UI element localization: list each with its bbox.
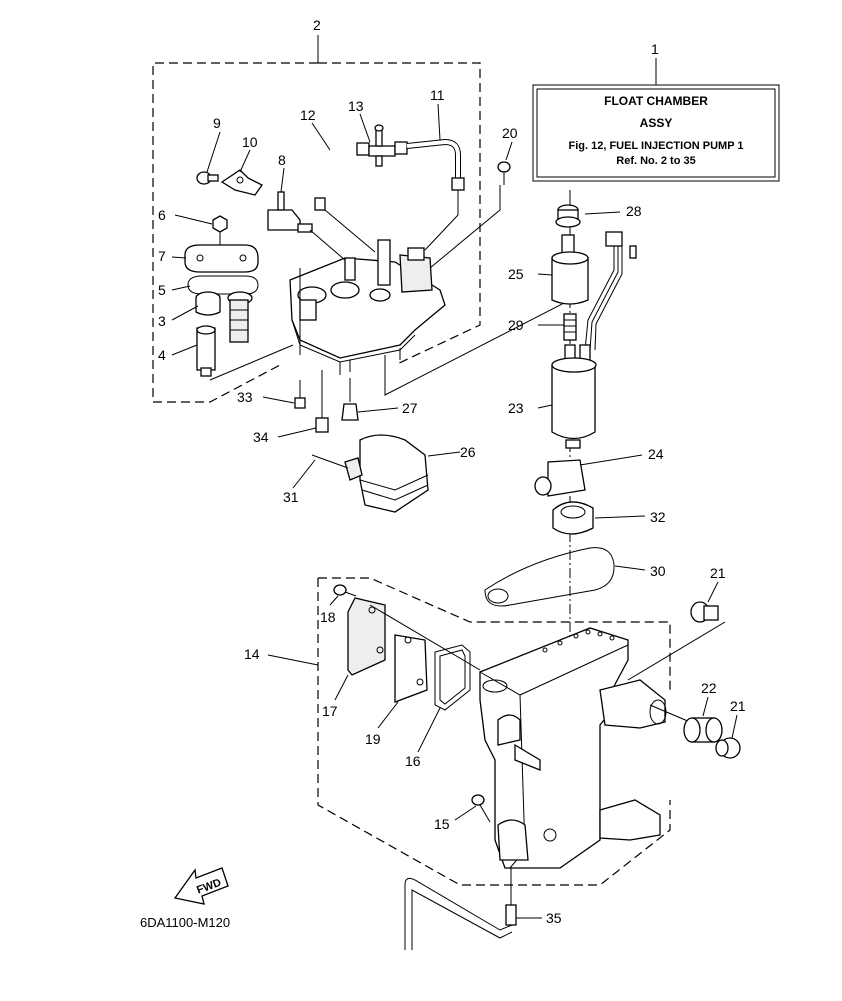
screw-34 xyxy=(315,370,329,433)
plate-17 xyxy=(347,597,386,676)
hose-35 xyxy=(404,868,517,950)
gasket-30 xyxy=(484,547,615,607)
callout-25: 25 xyxy=(508,266,524,282)
filter-25 xyxy=(551,234,589,305)
screw-9 xyxy=(196,171,219,185)
callout-13: 13 xyxy=(348,98,364,114)
callout-9: 9 xyxy=(213,115,221,131)
callout-21-upper: 21 xyxy=(710,565,726,581)
needle-valve-8 xyxy=(267,191,313,233)
grommet-21-upper xyxy=(690,601,719,623)
callout-16: 16 xyxy=(405,753,421,769)
callout-32: 32 xyxy=(650,509,666,525)
group-boundary-2 xyxy=(152,62,318,403)
title-box: FLOAT CHAMBER ASSY Fig. 12, FUEL INJECTI… xyxy=(532,84,780,182)
callout-numbers: 1 2 3 4 5 6 7 8 9 10 11 12 13 14 15 16 1… xyxy=(158,17,746,926)
callout-8: 8 xyxy=(278,152,286,168)
fwd-arrow-icon: FWD xyxy=(173,867,229,905)
callout-26: 26 xyxy=(460,444,476,460)
screw-20 xyxy=(497,161,511,185)
bracket-10 xyxy=(220,169,263,196)
callout-18: 18 xyxy=(320,609,336,625)
screw-18 xyxy=(333,584,357,597)
callout-21-lower: 21 xyxy=(730,698,746,714)
callout-23: 23 xyxy=(508,400,524,416)
title-line-4: Ref. No. 2 to 35 xyxy=(616,155,695,167)
callout-24: 24 xyxy=(648,446,664,462)
screw-15 xyxy=(471,794,491,823)
leader-lines xyxy=(171,103,738,919)
callout-22: 22 xyxy=(701,680,717,696)
grommet-22 xyxy=(683,717,723,743)
fitting-27 xyxy=(341,378,359,421)
callout-19: 19 xyxy=(365,731,381,747)
pin-31 xyxy=(311,454,349,469)
callout-20: 20 xyxy=(502,125,518,141)
callout-6: 6 xyxy=(158,207,166,223)
float-chamber-body xyxy=(479,627,667,869)
wire-harness xyxy=(584,231,637,351)
callout-10: 10 xyxy=(242,134,258,150)
callout-12: 12 xyxy=(300,107,316,123)
grommet-21-lower xyxy=(715,737,741,759)
callout-3: 3 xyxy=(158,313,166,329)
callout-17: 17 xyxy=(322,703,338,719)
callout-7: 7 xyxy=(158,248,166,264)
callout-14: 14 xyxy=(244,646,260,662)
fuel-pump-23 xyxy=(551,344,597,449)
callout-33: 33 xyxy=(237,389,253,405)
float-body-4 xyxy=(196,325,216,377)
callout-29: 29 xyxy=(508,317,524,333)
group-boundary-14 xyxy=(318,577,671,690)
diagram-code: 6DA1100-M120 xyxy=(140,915,230,930)
gasket-19 xyxy=(394,634,428,703)
holder-32 xyxy=(552,501,594,535)
float-3 xyxy=(195,291,253,343)
callout-30: 30 xyxy=(650,563,666,579)
callout-15: 15 xyxy=(434,816,450,832)
float-chamber-cover xyxy=(289,239,446,375)
callout-35: 35 xyxy=(546,910,562,926)
grommet-28 xyxy=(555,204,581,228)
title-line-2: ASSY xyxy=(640,116,673,130)
cover-26 xyxy=(344,434,429,513)
callout-2: 2 xyxy=(313,17,321,33)
callout-4: 4 xyxy=(158,347,166,363)
holder-24 xyxy=(534,459,586,497)
callout-27: 27 xyxy=(402,400,418,416)
screw-33 xyxy=(294,380,306,409)
spring-29 xyxy=(563,313,577,341)
plate-7 xyxy=(184,244,259,273)
callout-5: 5 xyxy=(158,282,166,298)
callout-1: 1 xyxy=(651,41,659,57)
fuel-hoses xyxy=(314,124,465,211)
callout-11: 11 xyxy=(430,87,445,103)
callout-34: 34 xyxy=(253,429,269,445)
callout-28: 28 xyxy=(626,203,642,219)
title-line-3: Fig. 12, FUEL INJECTION PUMP 1 xyxy=(568,140,743,152)
screw-6 xyxy=(212,215,228,245)
title-line-1: FLOAT CHAMBER xyxy=(604,94,708,108)
o-ring-16 xyxy=(434,644,471,711)
callout-31: 31 xyxy=(283,489,299,505)
gasket-5 xyxy=(187,275,259,295)
